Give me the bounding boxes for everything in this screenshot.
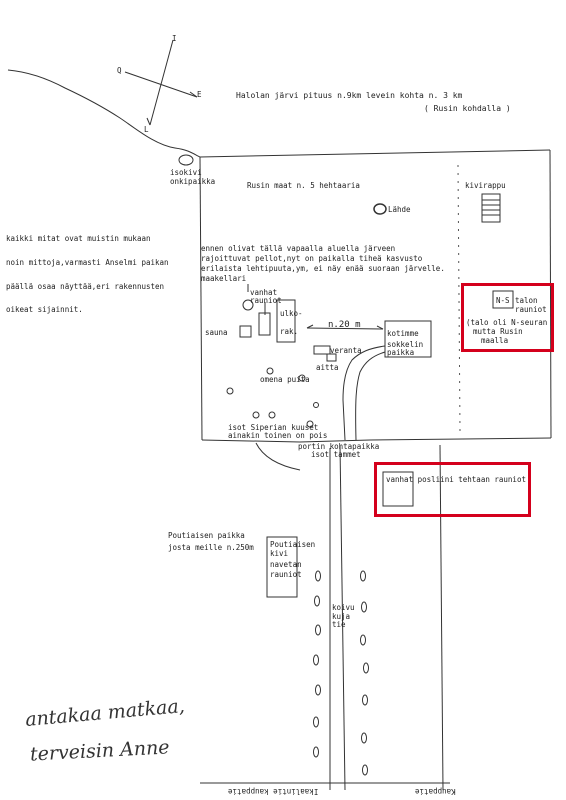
vanhat-rauniot-box [258, 312, 271, 336]
kivirappu-stairs [481, 193, 501, 223]
compass-rose [124, 39, 198, 126]
sokkelin-label: sokkelin [387, 340, 424, 349]
paragraph-line3: erilaista lehtipuuta,ym, ei näy enää suo… [201, 264, 445, 273]
veranta-box [313, 345, 331, 355]
maakellari-label: maakellari [201, 274, 247, 283]
kuuset-label-1: isot Siperian kuuset [228, 423, 319, 432]
maakellari-circle [242, 299, 254, 311]
left-note-3: päällä osaa näyttää,eri rakennusten [6, 282, 165, 291]
road-koivukuja [299, 439, 444, 791]
kuja-label: kuja [332, 612, 351, 621]
poutiaisen-box [266, 536, 298, 598]
compass-north: I [172, 34, 177, 43]
paragraph-line2: rajoittuvat pellot,nyt on paikalla tiheä… [201, 254, 423, 263]
paragraph-line1: ennen olivat tällä vapaalla aluella järv… [201, 244, 396, 253]
header-line1: Halolan järvi pituus n.9km levein kohta … [236, 91, 463, 100]
lahde-label: Lähde [388, 205, 411, 214]
omena-label: omena puita [260, 375, 310, 384]
ns-label: N-S [496, 296, 510, 305]
poutiaisen-paikka-2: josta meille n.250m [168, 543, 254, 552]
tie-label: tie [332, 620, 346, 629]
left-note-4: oikeat sijainnit. [6, 305, 83, 314]
compass-south: L [144, 125, 149, 134]
kotimme-box [384, 320, 432, 358]
bottom-road-label: Ikaalintie kauppatie [228, 787, 319, 796]
header-line2: ( Rusin kohdalla ) [424, 104, 511, 113]
isokivi-stone [178, 154, 194, 166]
posliini-label: vanhat posliini tehtaan rauniot [386, 475, 526, 484]
rauniot-label: rauniot [250, 296, 282, 305]
lower-path [255, 442, 301, 471]
ns-note-3: maalla [481, 336, 509, 345]
talon-rauniot-label: rauniot [515, 305, 547, 314]
veranta-label: veranta [330, 346, 362, 355]
paikka-label: paikka [387, 348, 415, 357]
isokivi-label: isokivi [170, 168, 202, 177]
distance-arrow [306, 324, 384, 330]
ulkorak-box [276, 299, 296, 343]
compass-west: Q [117, 66, 122, 75]
tammet-label: isot tammet [311, 450, 361, 459]
left-note-2: noin mittoja,varmasti Anselmi paikan [6, 258, 169, 267]
lahde-spring [373, 203, 387, 215]
property-boundary [199, 149, 552, 443]
rusin-maat-label: Rusin maat n. 5 hehtaaria [247, 181, 360, 190]
poutiaisen-paikka-1: Poutiaisen paikka [168, 531, 245, 540]
left-note-1: kaikki mitat ovat muistin mukaan [6, 234, 151, 243]
poutiaisen-kivi-4: rauniot [270, 570, 302, 579]
aitta-label: aitta [316, 363, 339, 372]
kotimme-label: kotimme [387, 329, 419, 338]
ns-note-1: (talo oli N-seuran [466, 318, 548, 327]
rak-label: rak. [280, 327, 299, 336]
dotted-boundary [457, 164, 461, 433]
right-road-label: Kauppatie [415, 787, 456, 796]
ns-box [492, 290, 514, 309]
kuuset-label-2: ainakin toinen on pois [228, 431, 328, 440]
compass-east: E [197, 90, 202, 99]
ns-highlight-box [461, 283, 554, 352]
poutiaisen-kivi-2: kivi [270, 549, 289, 558]
tree-circles [226, 367, 319, 428]
distance-label: n.20 m [328, 320, 361, 330]
posliini-inner-box [382, 471, 414, 507]
house-path [342, 345, 386, 441]
poutiaisen-kivi-3: navetan [270, 560, 302, 569]
posliini-highlight-box [374, 462, 531, 517]
onkipaikka-label: onkipaikka [170, 177, 216, 186]
aitta-box [326, 353, 337, 362]
kivirappu-label: kivirappu [465, 181, 506, 190]
lakeshore-line [7, 69, 201, 158]
birch-trees [313, 570, 369, 776]
vanhat-label: vanhat [250, 288, 278, 297]
talon-label: talon [515, 296, 538, 305]
sauna-box [239, 325, 252, 338]
poutiaisen-kivi-1: Poutiaisen [270, 540, 316, 549]
portin-label: portin kohtapaikka [298, 442, 380, 451]
ns-note-2: mutta Rusin [473, 327, 523, 336]
koivu-label: koivu [332, 603, 355, 612]
ulko-label: ulko- [280, 309, 303, 318]
sauna-label: sauna [205, 328, 228, 337]
